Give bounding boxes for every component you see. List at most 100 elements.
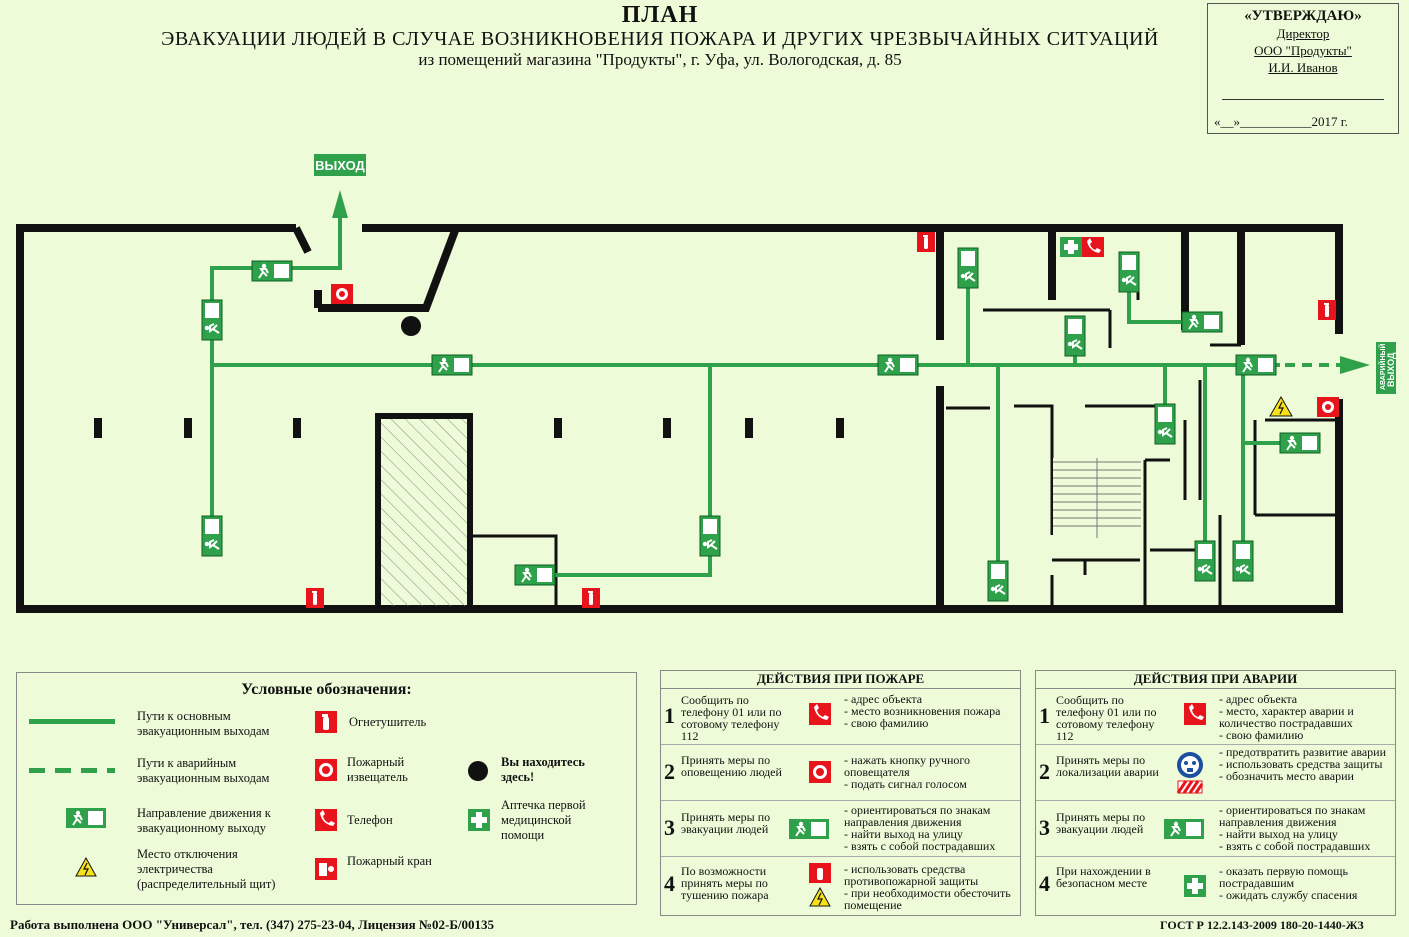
footer-standard: ГОСТ Р 12.2.143-2009 180-20-1440-ЖЗ [1160,918,1364,932]
phone-icon [1184,703,1206,725]
plan-subtitle: ЭВАКУАЦИИ ЛЮДЕЙ В СЛУЧАЕ ВОЗНИКНОВЕНИЯ П… [161,28,1159,50]
accident-actions-panel: ДЕЙСТВИЯ ПРИ АВАРИИ 1 Сообщить по телефо… [1035,670,1396,916]
you-are-here-icon [401,316,421,336]
legend-label: Пути к основным эвакуационным выходам [137,709,270,738]
exit-direction-icon [66,808,106,828]
action-row: 2 Принять меры по локализации аварии - п… [1036,745,1395,801]
first-aid-icon [1060,237,1082,257]
step-details: - оказать первую помощь пострадавшим - о… [1219,864,1358,902]
step-text: Принять меры по оповещению людей [681,753,782,779]
approval-stamp: «УТВЕРЖДАЮ» Директор ООО "Продукты" И.И.… [1207,3,1399,134]
action-row: 3 Принять меры по эвакуации людей - орие… [1036,801,1395,857]
step-text: Принять меры по эвакуации людей [681,810,771,836]
step-number: 2 [664,759,675,784]
exit-direction-icon [1235,354,1277,376]
step-text: Принять меры по эвакуации людей [1056,810,1146,836]
step-number: 2 [1039,759,1050,784]
legend-label: Место отключения электричества (распреде… [137,847,276,891]
legend-label: Телефон [347,813,393,827]
legend-label: Направление движения к эвакуационному вы… [137,806,271,835]
fire-extinguisher-icon [315,711,337,733]
exit-direction-icon [1181,311,1223,333]
approval-org: ООО "Продукты" [1254,43,1352,58]
exit-direction-icon [1279,432,1321,454]
gas-mask-icon [1176,752,1204,794]
legend: Условные обозначения: Пути к основным эв… [16,672,637,905]
action-row: 4 По возможности принять меры по тушению… [661,857,1020,915]
step-number: 1 [1039,703,1050,728]
step-number: 4 [664,871,675,896]
exit-direction-icon [1194,540,1216,582]
step-text: Принять меры по локализации аварии [1056,753,1159,779]
building-walls [16,224,1343,613]
accident-actions-title: ДЕЙСТВИЯ ПРИ АВАРИИ [1036,671,1395,689]
emergency-path-icon [29,768,115,773]
fire-extinguisher-icon [306,588,324,608]
emergency-exit-label-2: ВЫХОД [1386,352,1396,387]
legend-title: Условные обозначения: [241,681,412,698]
exit-direction-icon [1064,315,1086,357]
electrical-panel-icon [75,857,97,877]
exit-direction-icon [987,560,1009,602]
step-number: 4 [1039,871,1050,896]
columns [94,418,844,438]
action-row: 1 Сообщить по телефону 01 или по сотовом… [661,689,1020,745]
legend-label: Аптечка первой медицинской помощи [501,798,586,842]
fire-actions-panel: ДЕЙСТВИЯ ПРИ ПОЖАРЕ 1 Сообщить по телефо… [660,670,1021,916]
approval-head: «УТВЕРЖДАЮ» [1244,8,1362,24]
exit-direction-icon [1118,251,1140,293]
emergency-exit-label-1: АВАРИЙНЫЙ [1378,344,1387,391]
fire-extinguisher-icon [1318,300,1336,320]
step-number: 1 [664,703,675,728]
step-details: - предотвратить развитие аварии - исполь… [1219,745,1386,783]
exit-direction-icon [201,515,223,557]
exit-direction-icon [957,247,979,289]
first-aid-icon [1184,875,1206,897]
exit-direction-icon [431,354,473,376]
action-row: 4 При нахождении в безопасном месте - ок… [1036,857,1395,915]
step-text: По возможности принять меры по тушению п… [681,864,769,902]
step-text: Сообщить по телефону 01 или по сотовому … [1056,693,1157,743]
phone-icon [809,703,831,725]
step-details: - ориентироваться по знакам направления … [844,803,996,853]
footer-credit: Работа выполнена ООО "Универсал", тел. (… [10,917,495,932]
fire-alarm-icon [1317,397,1339,417]
legend-label: Пути к аварийным эвакуационным выходам [137,756,270,785]
step-number: 3 [1039,815,1050,840]
first-aid-icon [468,809,490,831]
electrical-panel-icon [1269,396,1293,417]
main-path-icon [29,719,115,724]
fire-alarm-icon [315,759,337,781]
step-details: - использовать средства противопожарной … [844,862,1011,912]
legend-label: Пожарный кран [347,854,432,868]
legend-label: Пожарный извещатель [347,755,408,784]
action-row: 1 Сообщить по телефону 01 или по сотовом… [1036,689,1395,745]
you-are-here-icon [468,761,488,781]
fire-extinguisher-icon [582,588,600,608]
exit-direction-icon [514,564,556,586]
exit-direction-icon [1232,540,1254,582]
step-details: - нажать кнопку ручного оповещателя - по… [844,753,971,791]
floor-plan: ВЫХОД АВАРИЙНЫЙ ВЫХОД [16,154,1396,613]
legend-label: Вы находитесь здесь! [501,755,585,784]
step-details: - ориентироваться по знакам направления … [1219,803,1371,853]
action-row: 2 Принять меры по оповещению людей - наж… [661,745,1020,801]
signature-line [1222,99,1384,100]
approval-date: «__»___________2017 г. [1214,114,1348,129]
step-details: - адрес объекта - место, характер аварии… [1219,692,1354,742]
exit-direction-icon [251,260,293,282]
exit-direction-icon [1154,403,1176,445]
exit-direction-icon [789,819,829,839]
step-text: Сообщить по телефону 01 или по сотовому … [681,693,782,743]
approval-name: И.И. Иванов [1268,60,1338,75]
exit-sign: ВЫХОД [314,154,366,176]
step-text: При нахождении в безопасном месте [1056,864,1151,890]
exit-direction-icon [699,515,721,557]
direction-signs [201,247,1321,602]
exit-sign-label: ВЫХОД [315,158,365,173]
exit-direction-icon [877,354,919,376]
fire-actions-title: ДЕЙСТВИЯ ПРИ ПОЖАРЕ [661,671,1020,689]
fire-hydrant-icon [315,858,337,880]
legend-label: Огнетушитель [349,715,427,729]
step-number: 3 [664,815,675,840]
